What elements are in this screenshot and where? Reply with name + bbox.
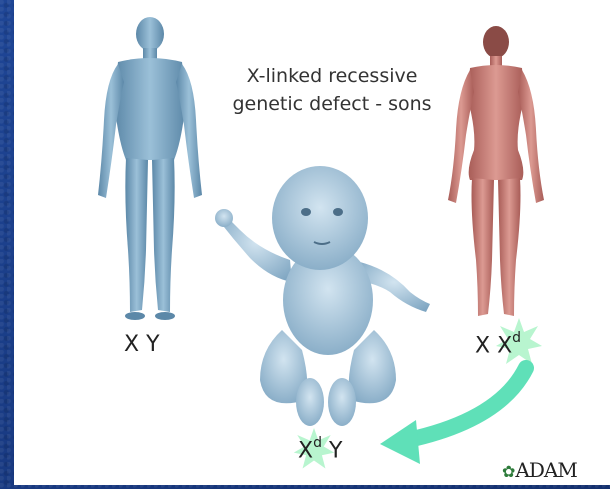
son-genotype: Xd Y (298, 437, 342, 463)
mother-figure (436, 20, 556, 330)
father-figure (90, 10, 210, 330)
son-genotype-rest: Y (322, 438, 342, 463)
mother-genotype-sup: d (512, 330, 521, 346)
mother-genotype-base: X X (475, 333, 512, 358)
adam-logo-text: ADAM (515, 458, 576, 482)
caption-line-1: X-linked recessive (212, 62, 452, 90)
mother-genotype: X Xd (475, 332, 521, 358)
adam-logo: ✿ADAM (502, 458, 577, 482)
son-genotype-sup: d (313, 435, 322, 451)
inheritance-arrow (350, 360, 550, 470)
son-genotype-base: X (298, 438, 313, 463)
adam-logo-mark-icon: ✿ (502, 462, 514, 481)
father-genotype: X Y (124, 332, 160, 357)
caption-line-2: genetic defect - sons (212, 90, 452, 118)
diagram-caption: X-linked recessive genetic defect - sons (212, 62, 452, 118)
